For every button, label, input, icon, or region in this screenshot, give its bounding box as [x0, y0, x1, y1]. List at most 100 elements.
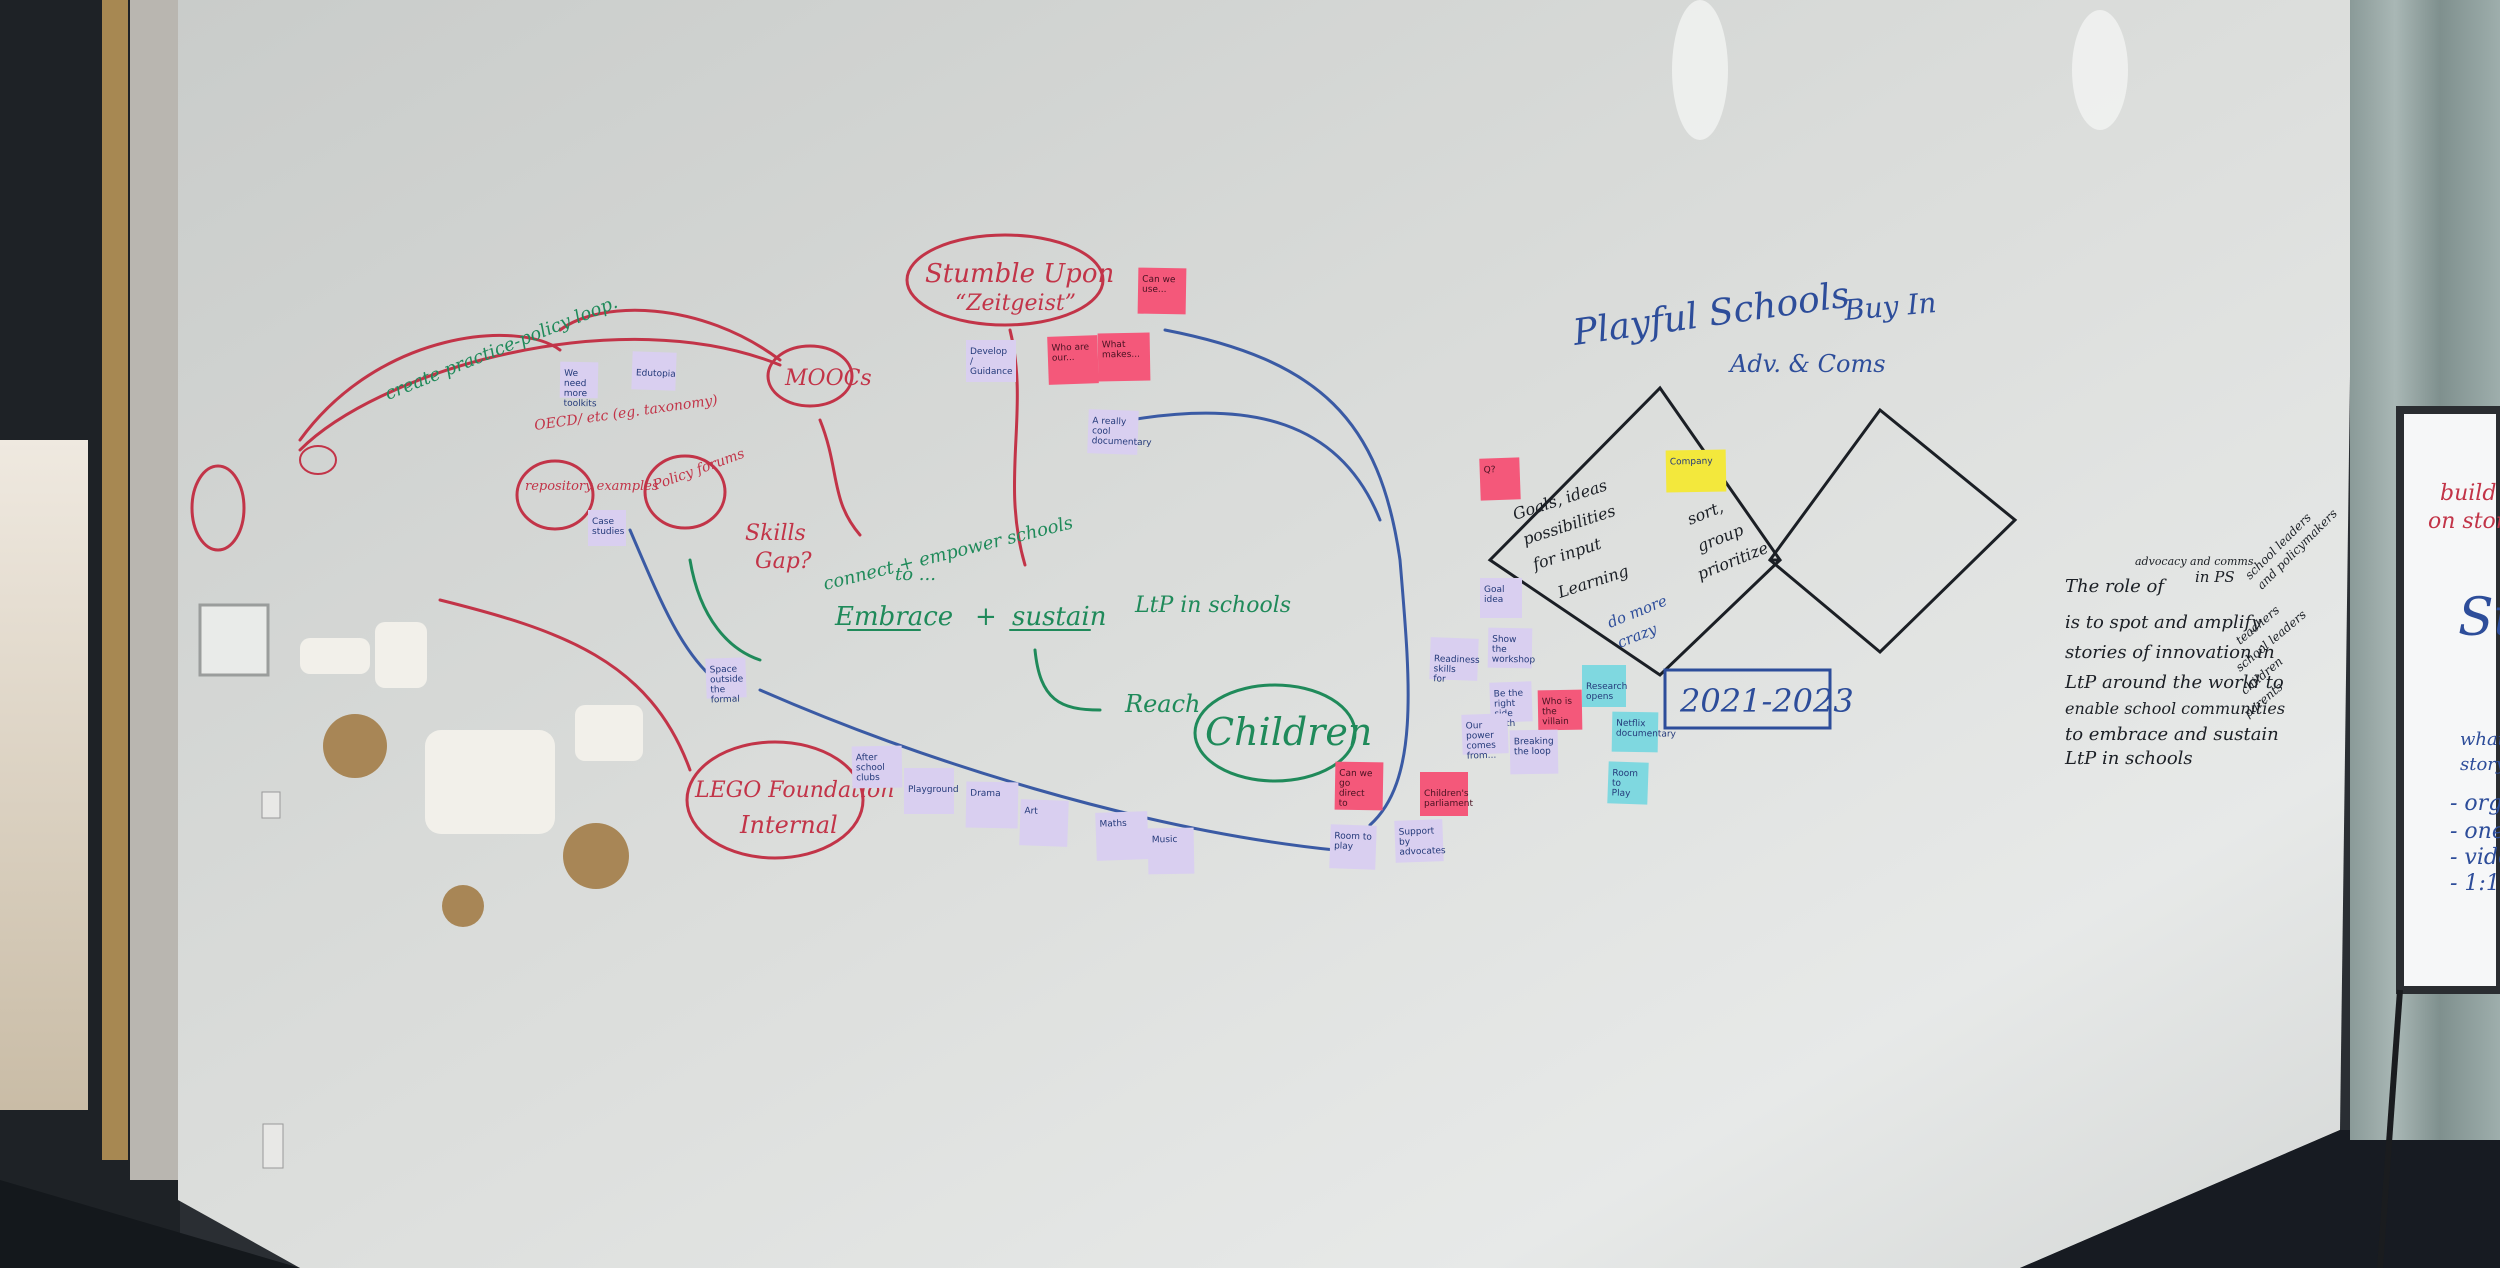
sticky-note: Maths: [1095, 811, 1149, 861]
connect-to-label: to ...: [895, 564, 936, 585]
sticky-note: Room toplay: [1329, 824, 1377, 870]
sticky-note-paper: [1480, 578, 1522, 618]
sticky-note-paper: [1329, 824, 1377, 870]
sticky-note-paper: [851, 745, 903, 789]
sticky-note-text: Showtheworkshop: [1492, 635, 1536, 666]
sticky-note-paper: [705, 657, 747, 699]
sticky-note-paper: [1019, 799, 1069, 847]
sticky-note-paper: [1461, 713, 1509, 755]
sticky-note-text: Can weuse...: [1142, 275, 1176, 296]
sticky-note: Can wegodirectto: [1334, 761, 1384, 811]
cork-disc: [323, 714, 387, 778]
flipchart-big: St: [2458, 588, 2500, 648]
sticky-note-text: Q?: [1484, 465, 1496, 475]
sticky-note-paper: [1429, 637, 1479, 681]
sticky-note-text: Weneedmoretoolkits: [563, 369, 597, 410]
right-note-line: in PS: [2195, 568, 2235, 586]
wall-socket: [261, 791, 281, 819]
right-note-line: The role of: [2065, 576, 2167, 597]
sticky-note-text: Music: [1152, 835, 1178, 845]
sticky-note-text: Who areour...: [1051, 342, 1090, 363]
sticky-note-paper: [1420, 772, 1468, 816]
wall-poster: [198, 603, 270, 677]
sticky-note: Music: [1147, 827, 1195, 875]
sticky-note: Showtheworkshop: [1487, 627, 1536, 669]
light-reflection: [2072, 10, 2128, 130]
sticky-note: Who isthevillain: [1537, 689, 1583, 731]
sticky-note-text: Spaceoutsidetheformal: [710, 664, 745, 705]
sticky-note: Develop/Guidance: [966, 340, 1016, 382]
sticky-note: Readinessskillsfor: [1429, 637, 1480, 686]
wall-pot: [375, 622, 427, 688]
door-frame-wood: [102, 0, 128, 1160]
sticky-note-paper: [1487, 627, 1533, 669]
whiteboard-wall: [178, 0, 2355, 1268]
sustain-label: sustain: [1012, 602, 1106, 632]
flipchart-line: - video: [2450, 845, 2500, 870]
year-range: 2021-2023: [1679, 682, 1854, 720]
sticky-note: Afterschoolclubs: [851, 745, 903, 789]
wall-socket: [262, 1123, 284, 1169]
wall-pot: [300, 638, 370, 674]
flipchart-line: - one-p: [2450, 819, 2500, 844]
right-note-line: LtP around the world to: [2064, 672, 2284, 693]
sticky-note-text: Room toplay: [1334, 831, 1373, 852]
sticky-note: Netflixdocumentary: [1611, 711, 1677, 753]
sticky-note-paper: [1665, 449, 1727, 493]
sticky-note-paper: [631, 351, 677, 391]
sticky-note: Company: [1665, 449, 1727, 493]
sticky-notes: Who areour... Whatmakes... Develop/Guidanc…: [559, 267, 1727, 875]
flipchart-line: what is a g: [2460, 729, 2500, 750]
right-note-line: enable school communities: [2065, 699, 2285, 718]
sticky-note-text: Breakingthe loop: [1514, 737, 1554, 758]
door-pillar: [130, 0, 182, 1180]
sticky-note-paper: [1537, 689, 1583, 731]
cork-disc: [442, 885, 484, 927]
sticky-note: Ourpowercomesfrom...: [1461, 713, 1509, 762]
reach-label: Reach: [1124, 690, 1200, 718]
sticky-note-text: Can wegodirectto: [1339, 769, 1373, 810]
sticky-note-text: A reallycooldocumentary: [1091, 416, 1153, 448]
children-label: Children: [1205, 710, 1372, 754]
sticky-note: Edutopia: [631, 351, 677, 391]
flipchart-leg: [2377, 989, 2403, 1268]
sticky-note-text: Playground: [908, 785, 959, 795]
sticky-note-text: Readinessskillsfor: [1433, 654, 1480, 686]
flipchart-board: [2396, 406, 2500, 994]
sticky-note-paper: [1479, 457, 1521, 501]
sticky-note-text: RoomtoPlay: [1611, 768, 1638, 799]
sticky-note: Art: [1019, 799, 1069, 847]
flipchart-line: on storyte: [2428, 509, 2500, 534]
flipchart-line: story:: [2460, 754, 2500, 775]
sticky-note-text: Art: [1024, 806, 1038, 816]
sticky-note: Breakingthe loop: [1509, 729, 1559, 775]
sticky-note: Playground: [904, 768, 959, 814]
right-note-line: advocacy and comms: [2135, 555, 2254, 568]
plus-label: +: [975, 602, 997, 632]
embrace-label: Embrace: [834, 602, 953, 632]
sticky-note-paper: [1095, 811, 1149, 861]
sticky-note: Supportbyadvocates: [1394, 819, 1446, 863]
sticky-note-text: Supportbyadvocates: [1399, 826, 1447, 858]
sticky-note-text: Whatmakes...: [1102, 340, 1140, 361]
sticky-note-text: Drama: [970, 789, 1001, 800]
wall-pot: [575, 705, 643, 761]
sticky-note-paper: [1582, 665, 1626, 707]
board-title-suffix: Buy In: [1842, 286, 1938, 327]
right-note-line: stories of innovation in: [2065, 642, 2275, 663]
sticky-note-text: Develop/Guidance: [970, 347, 1013, 377]
floor: [0, 1180, 300, 1268]
sticky-note-paper: [1097, 332, 1151, 382]
sticky-note-text: Maths: [1099, 819, 1127, 830]
sticky-note-paper: [1394, 819, 1444, 863]
sticky-note-text: Netflixdocumentary: [1616, 719, 1677, 740]
sticky-note-paper: [1611, 711, 1659, 753]
gap-label: Gap?: [755, 549, 812, 574]
moocs-label: MOOCs: [784, 366, 872, 391]
marker-lines: [190, 233, 2018, 860]
